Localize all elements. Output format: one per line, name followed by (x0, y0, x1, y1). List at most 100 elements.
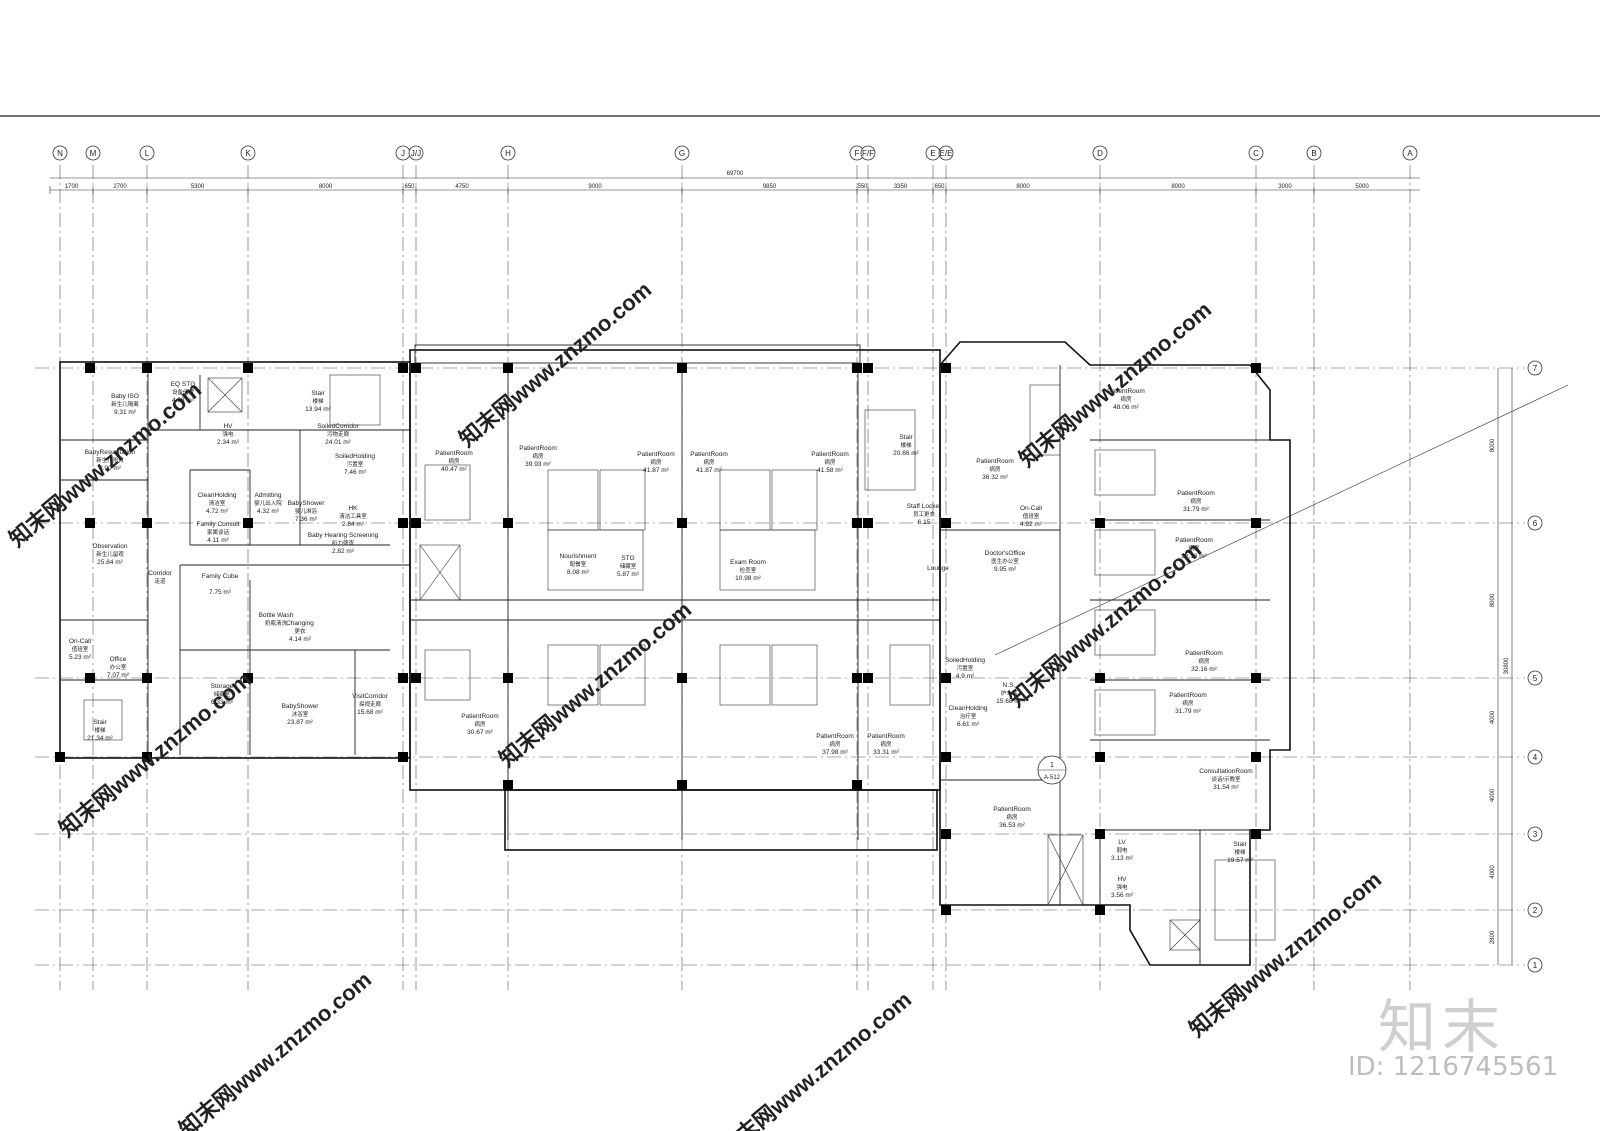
room-name: HV (1117, 876, 1127, 883)
room-name-cn: 办公室 (110, 663, 127, 671)
room-area: 25.84 m² (97, 559, 123, 566)
room-name: On-Call (1020, 505, 1043, 512)
watermark-text: 知末网www.znzmo.com (1014, 297, 1216, 472)
room-name: PatientRoom (811, 451, 849, 458)
room-area: 15.68 m² (357, 709, 383, 716)
column-marker (677, 518, 687, 528)
column-marker (85, 673, 95, 683)
watermark-text: 知末网www.znzmo.com (54, 667, 256, 842)
room-area: 30.67 m² (467, 729, 493, 736)
column-marker (852, 518, 862, 528)
vertical-dimension-total: 30800 (1504, 657, 1510, 674)
segment-dimension: 4750 (455, 184, 469, 190)
axis-bubble (1527, 826, 1543, 842)
room-area: 7.46 m² (344, 469, 367, 476)
segment-dimension: 5300 (191, 184, 205, 190)
room-name: Doctor'sOffice (985, 550, 1026, 557)
room-name: ConsultationRoom (1199, 768, 1252, 775)
column-marker (1095, 518, 1105, 528)
room-name: CleanHolding (948, 705, 987, 712)
room-name: Family Consult (197, 521, 240, 528)
segment-dimension: 8000 (1016, 184, 1030, 190)
axis-bubble (52, 145, 68, 161)
room-name: Family Cube (202, 573, 239, 580)
room-name-cn: 病房 (1188, 544, 1200, 552)
vertical-dimension: 4000 (1490, 710, 1496, 724)
room-name-cn: 更衣 (294, 627, 306, 635)
room-name: Stair (311, 390, 325, 397)
room-name-cn: 病房 (1182, 699, 1194, 707)
room-name: PatientRoom (816, 733, 854, 740)
room-name-cn: 污置室 (347, 460, 364, 468)
column-marker (503, 363, 513, 373)
column-marker (677, 673, 687, 683)
segment-dimension: 3000 (1278, 184, 1292, 190)
room-name: Changing (286, 620, 314, 627)
room-area: 4.14 m² (289, 636, 312, 643)
segment-dimension: 5000 (1355, 184, 1369, 190)
room-name: Lounge (927, 565, 949, 572)
column-marker (1251, 752, 1261, 762)
axis-label-row: 3 (1533, 830, 1538, 839)
axis-label-col: E (930, 149, 935, 158)
room-area: 21.34 m² (87, 735, 113, 742)
room-name: Staff Locker (907, 503, 942, 510)
room-name-cn: 病房 (1190, 497, 1202, 505)
room-name-cn: 楼梯 (94, 726, 106, 734)
room-name-cn: 病房 (532, 452, 544, 460)
vertical-dimension: 4000 (1490, 788, 1496, 802)
room-name-cn: 员工更衣 (913, 510, 936, 518)
room-area: 19.57 m² (1227, 857, 1253, 864)
room-name-cn: 奶瓶清洗 (265, 619, 288, 627)
room-name-cn: 听力筛查 (332, 539, 355, 547)
room-name-cn: 病房 (989, 465, 1001, 473)
vertical-dimension: 2800 (1490, 930, 1496, 944)
room-name-cn: 新生儿留观 (96, 550, 124, 558)
room-name: LV (1118, 839, 1126, 846)
grid-lines (35, 165, 1525, 990)
room-area: 3.56 m² (1111, 892, 1134, 899)
room-area: 36.53 m² (999, 822, 1025, 829)
room-label: Lounge (927, 565, 949, 572)
column-marker (503, 673, 513, 683)
column-marker (941, 752, 951, 762)
room-name: SoiledHolding (335, 453, 375, 460)
column-marker (941, 829, 951, 839)
room-area: 4.92 m² (1020, 521, 1043, 528)
room-name-cn: 设备储藏 (172, 388, 195, 396)
column-marker (55, 752, 65, 762)
watermark-logo: 知末 (1378, 993, 1507, 1061)
axis-label-row: 4 (1533, 753, 1538, 762)
room-name-cn: 护士站 (1001, 689, 1018, 697)
room-name: Stair (1233, 841, 1247, 848)
room-area: 4.11 m² (207, 537, 229, 544)
room-area: 4.9 m² (956, 673, 975, 680)
column-marker (503, 780, 513, 790)
watermark-text: 知末网www.znzmo.com (1184, 867, 1386, 1042)
segment-dimension: 1700 (65, 184, 79, 190)
room-area: 7.07 m² (107, 672, 130, 679)
axis-label-col: C (1253, 149, 1259, 158)
room-name-cn: 楼梯 (1234, 848, 1246, 856)
overall-dimension: 69700 (727, 171, 744, 177)
segment-dimension: 650 (934, 184, 945, 190)
room-name-cn: 病房 (824, 458, 836, 466)
